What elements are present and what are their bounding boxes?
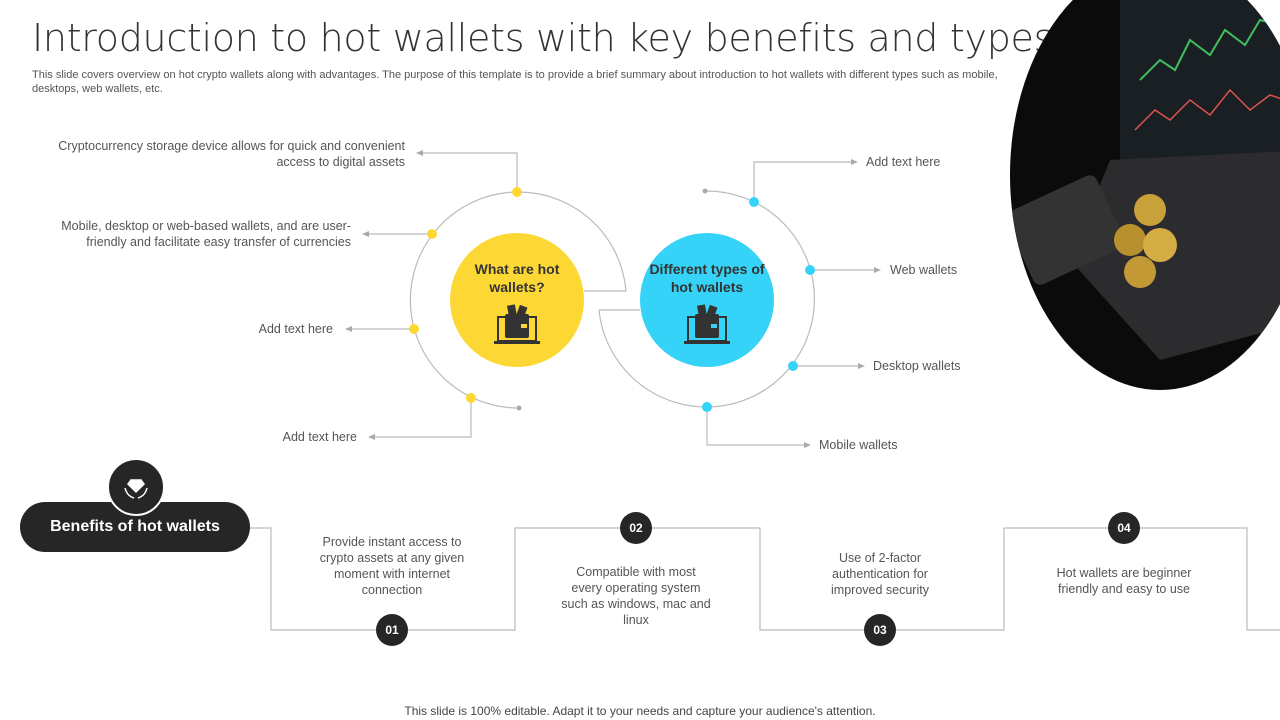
benefit-step-2-number: 02 — [620, 512, 652, 544]
laptop-wallet-icon — [494, 304, 540, 344]
page-subtitle: This slide covers overview on hot crypto… — [32, 69, 998, 95]
benefit-step-2-text: Compatible with most every operating sys… — [561, 565, 711, 627]
benefit-step-1-number: 01 — [376, 614, 408, 646]
left-point-3: Add text here — [258, 322, 333, 336]
footer-note: This slide is 100% editable. Adapt it to… — [404, 704, 876, 718]
right-point-4: Mobile wallets — [819, 438, 898, 452]
laptop-crypto-photo — [1010, 0, 1280, 390]
left-circle-label: What are hot wallets? — [474, 261, 560, 295]
right-point-1: Add text here — [866, 155, 941, 169]
left-arc — [409, 191, 627, 409]
right-point-2: Web wallets — [890, 263, 958, 277]
right-arc — [598, 190, 816, 408]
benefit-step-3-text: Use of 2-factor authentication for impro… — [831, 551, 929, 597]
right-circle-label: Different types of hot wallets — [649, 261, 765, 295]
types-of-hot-wallets-circle — [640, 233, 774, 367]
laptop-wallet-icon — [684, 304, 730, 344]
benefit-step-4-number: 04 — [1108, 512, 1140, 544]
what-are-hot-wallets-circle — [450, 233, 584, 367]
benefits-title: Benefits of hot wallets — [20, 502, 250, 552]
benefit-step-3-number: 03 — [864, 614, 896, 646]
diamond-hands-icon — [107, 458, 165, 516]
benefit-step-4-text: Hot wallets are beginner friendly and ea… — [1056, 566, 1192, 596]
page-title: Introduction to hot wallets with key ben… — [32, 16, 1054, 60]
left-point-1: Cryptocurrency storage device allows for… — [58, 139, 405, 169]
left-point-2: Mobile, desktop or web-based wallets, an… — [61, 219, 351, 249]
benefit-step-1-text: Provide instant access to crypto assets … — [319, 535, 465, 597]
right-point-3: Desktop wallets — [873, 359, 961, 373]
left-point-4: Add text here — [282, 430, 357, 444]
